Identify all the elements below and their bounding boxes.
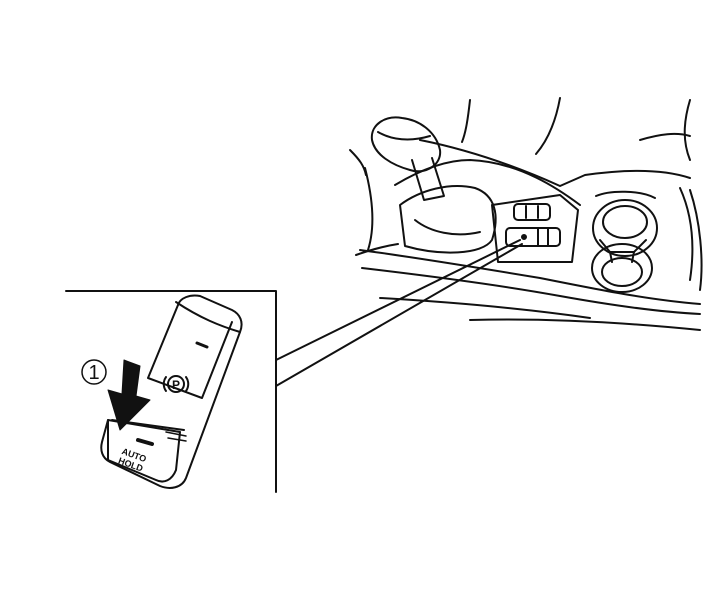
auto-hold-button — [107, 419, 181, 483]
parking-switch-face — [147, 304, 233, 399]
cupholder-inner — [601, 257, 643, 287]
shift-knob-band — [377, 131, 431, 141]
cupholder-lower — [591, 243, 653, 293]
parking-brake-icon: P — [162, 375, 190, 393]
console-top-edge — [419, 139, 691, 187]
shift-lever-stem — [411, 157, 445, 201]
seat-edge — [364, 167, 374, 251]
seat-edge — [349, 149, 367, 176]
callout-circle — [81, 359, 107, 385]
switch-housing — [100, 294, 243, 489]
switch-indicator-dot — [521, 234, 527, 240]
down-arrow-icon — [107, 359, 151, 431]
console-base-curve — [469, 318, 701, 331]
cupholder-rim — [592, 199, 658, 257]
shift-boot — [399, 185, 497, 254]
switch-panel — [491, 194, 579, 263]
parking-brake-switch — [505, 227, 561, 247]
switch-top-edge — [175, 301, 241, 333]
indicator-lamp-icon — [195, 341, 209, 349]
console-lower-edge — [361, 267, 701, 315]
parking-icon-letter: P — [172, 378, 180, 392]
leader-line-upper — [275, 239, 521, 361]
console-side-edge — [359, 249, 701, 305]
callout-frame — [65, 239, 523, 493]
console-base-curve — [379, 297, 591, 319]
switch-detail: P AUTO HOLD — [100, 294, 243, 489]
cupholder-upper — [602, 205, 648, 239]
callout-marker: 1 — [81, 359, 107, 385]
center-console-illustration — [349, 97, 703, 331]
zoom-box-border — [65, 290, 277, 493]
auto-hold-indicator-lamp-icon — [136, 438, 154, 446]
shift-boot-fold — [414, 219, 481, 236]
cupholder-edge — [595, 190, 656, 199]
right-seat-edge — [679, 187, 694, 281]
switch-divider — [537, 228, 549, 246]
callout-number: 1 — [88, 362, 99, 384]
cupholder-divider — [609, 251, 635, 263]
shift-knob — [370, 116, 442, 173]
leader-line-lower — [275, 243, 523, 387]
right-seat-edge — [689, 189, 703, 291]
dash-line — [461, 99, 471, 143]
dash-line — [683, 99, 691, 161]
upper-switch — [513, 203, 551, 221]
cupholder-divider — [599, 239, 647, 253]
dash-line — [639, 132, 691, 141]
upper-switch-divider — [525, 205, 539, 219]
seat-edge — [355, 243, 399, 256]
dash-line — [535, 97, 561, 155]
button-hatching — [165, 431, 187, 442]
